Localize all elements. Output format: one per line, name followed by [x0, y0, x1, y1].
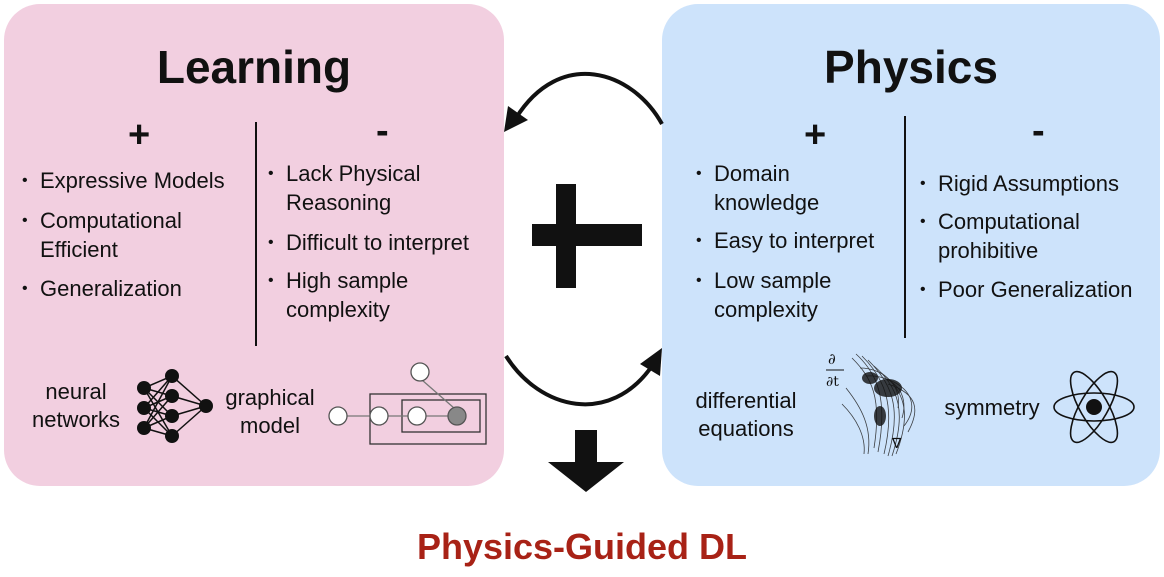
learning-title: Learning: [156, 41, 352, 93]
learning-con-item: •High sample complexity: [268, 268, 409, 322]
differential-equations-label: differential equations: [695, 388, 797, 441]
learning-divider: [255, 122, 257, 346]
physics-pro-item: •Low sample complexity: [696, 268, 832, 322]
learning-panel: Learning + - •Expressive Models •Computa…: [4, 4, 504, 486]
physics-pro-item: •Easy to interpret: [696, 228, 875, 253]
down-arrow-icon: [548, 430, 624, 492]
physics-divider: [904, 116, 906, 338]
partial-derivative-icon: ∂ ∂t ∇: [826, 350, 916, 457]
learning-con-item: •Lack Physical Reasoning: [268, 161, 421, 215]
symmetry-label: symmetry: [944, 395, 1040, 420]
svg-text:∇: ∇: [891, 436, 902, 452]
physics-con-item: •Rigid Assumptions: [920, 171, 1119, 196]
result-title: Physics-Guided DL: [416, 526, 748, 567]
atom-icon: [1053, 370, 1135, 444]
big-plus-icon: [532, 184, 642, 288]
physics-plus-sign: +: [804, 114, 827, 156]
learning-pro-item: •Computational Efficient: [22, 208, 182, 262]
neural-network-icon: [137, 369, 213, 443]
physics-minus-sign: -: [1032, 110, 1045, 152]
learning-plus-sign: +: [128, 114, 151, 156]
physics-panel: Physics + - •Domain knowledge •Easy to i…: [662, 4, 1160, 486]
physics-con-item: •Poor Generalization: [920, 277, 1133, 302]
learning-minus-sign: -: [376, 110, 389, 152]
neural-networks-label: neural networks: [31, 379, 121, 432]
graphical-model-label: graphical model: [225, 385, 315, 438]
physics-con-item: •Computational prohibitive: [920, 209, 1080, 263]
learning-pro-item: •Generalization: [22, 276, 182, 301]
bottom-curved-arrow: [504, 348, 662, 407]
physics-pro-item: •Domain knowledge: [696, 161, 820, 215]
learning-con-item: •Difficult to interpret: [268, 230, 470, 255]
learning-pro-item: •Expressive Models: [22, 168, 225, 193]
svg-text:∂t: ∂t: [826, 374, 839, 390]
svg-text:∂: ∂: [828, 350, 836, 368]
physics-title: Physics: [824, 41, 998, 93]
graphical-model-icon: [328, 362, 487, 445]
top-curved-arrow: [504, 72, 664, 132]
